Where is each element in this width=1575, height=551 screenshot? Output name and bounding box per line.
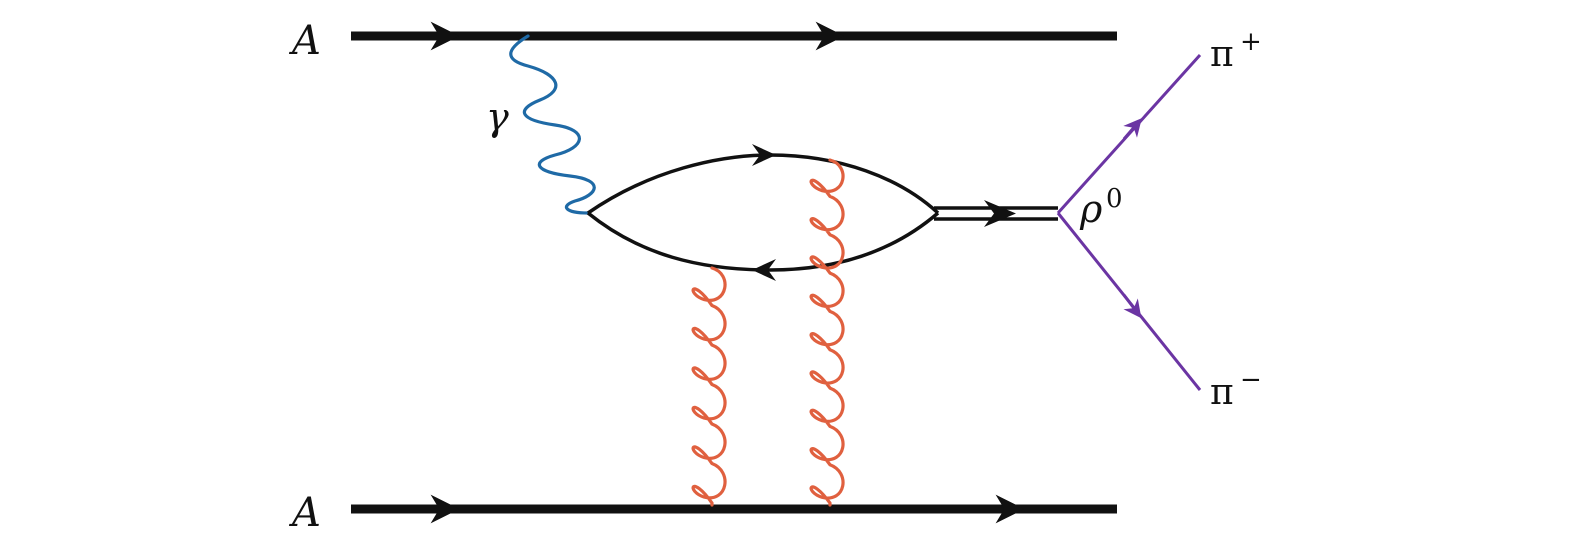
label-nucleus-top: A xyxy=(288,18,321,64)
arrow-icon xyxy=(752,144,776,166)
photon-line xyxy=(509,34,596,215)
pion-minus-line xyxy=(1056,212,1202,391)
gluon-line-left xyxy=(691,266,727,507)
arrow-icon xyxy=(1122,118,1142,140)
label-pion-plus: π xyxy=(1210,34,1234,75)
label-photon: γ xyxy=(486,95,509,139)
rho-meson-line xyxy=(934,200,1058,227)
gluon-line-right xyxy=(809,158,845,507)
label-pion-plus-sup: + xyxy=(1240,27,1262,57)
gluon-path xyxy=(809,158,845,507)
label-rho-sup: 0 xyxy=(1106,184,1123,214)
quark-loop xyxy=(586,144,940,281)
pion-plus-line xyxy=(1056,53,1202,215)
arrow-icon xyxy=(1122,294,1142,319)
arrow-icon xyxy=(752,259,776,281)
arrow-icon xyxy=(984,200,1016,227)
label-nucleus-bottom: A xyxy=(288,490,321,536)
label-pion-minus-sup: − xyxy=(1240,365,1262,395)
gluon-path xyxy=(691,266,727,507)
label-rho: ρ xyxy=(1079,187,1103,231)
label-pion-minus: π xyxy=(1210,372,1234,413)
